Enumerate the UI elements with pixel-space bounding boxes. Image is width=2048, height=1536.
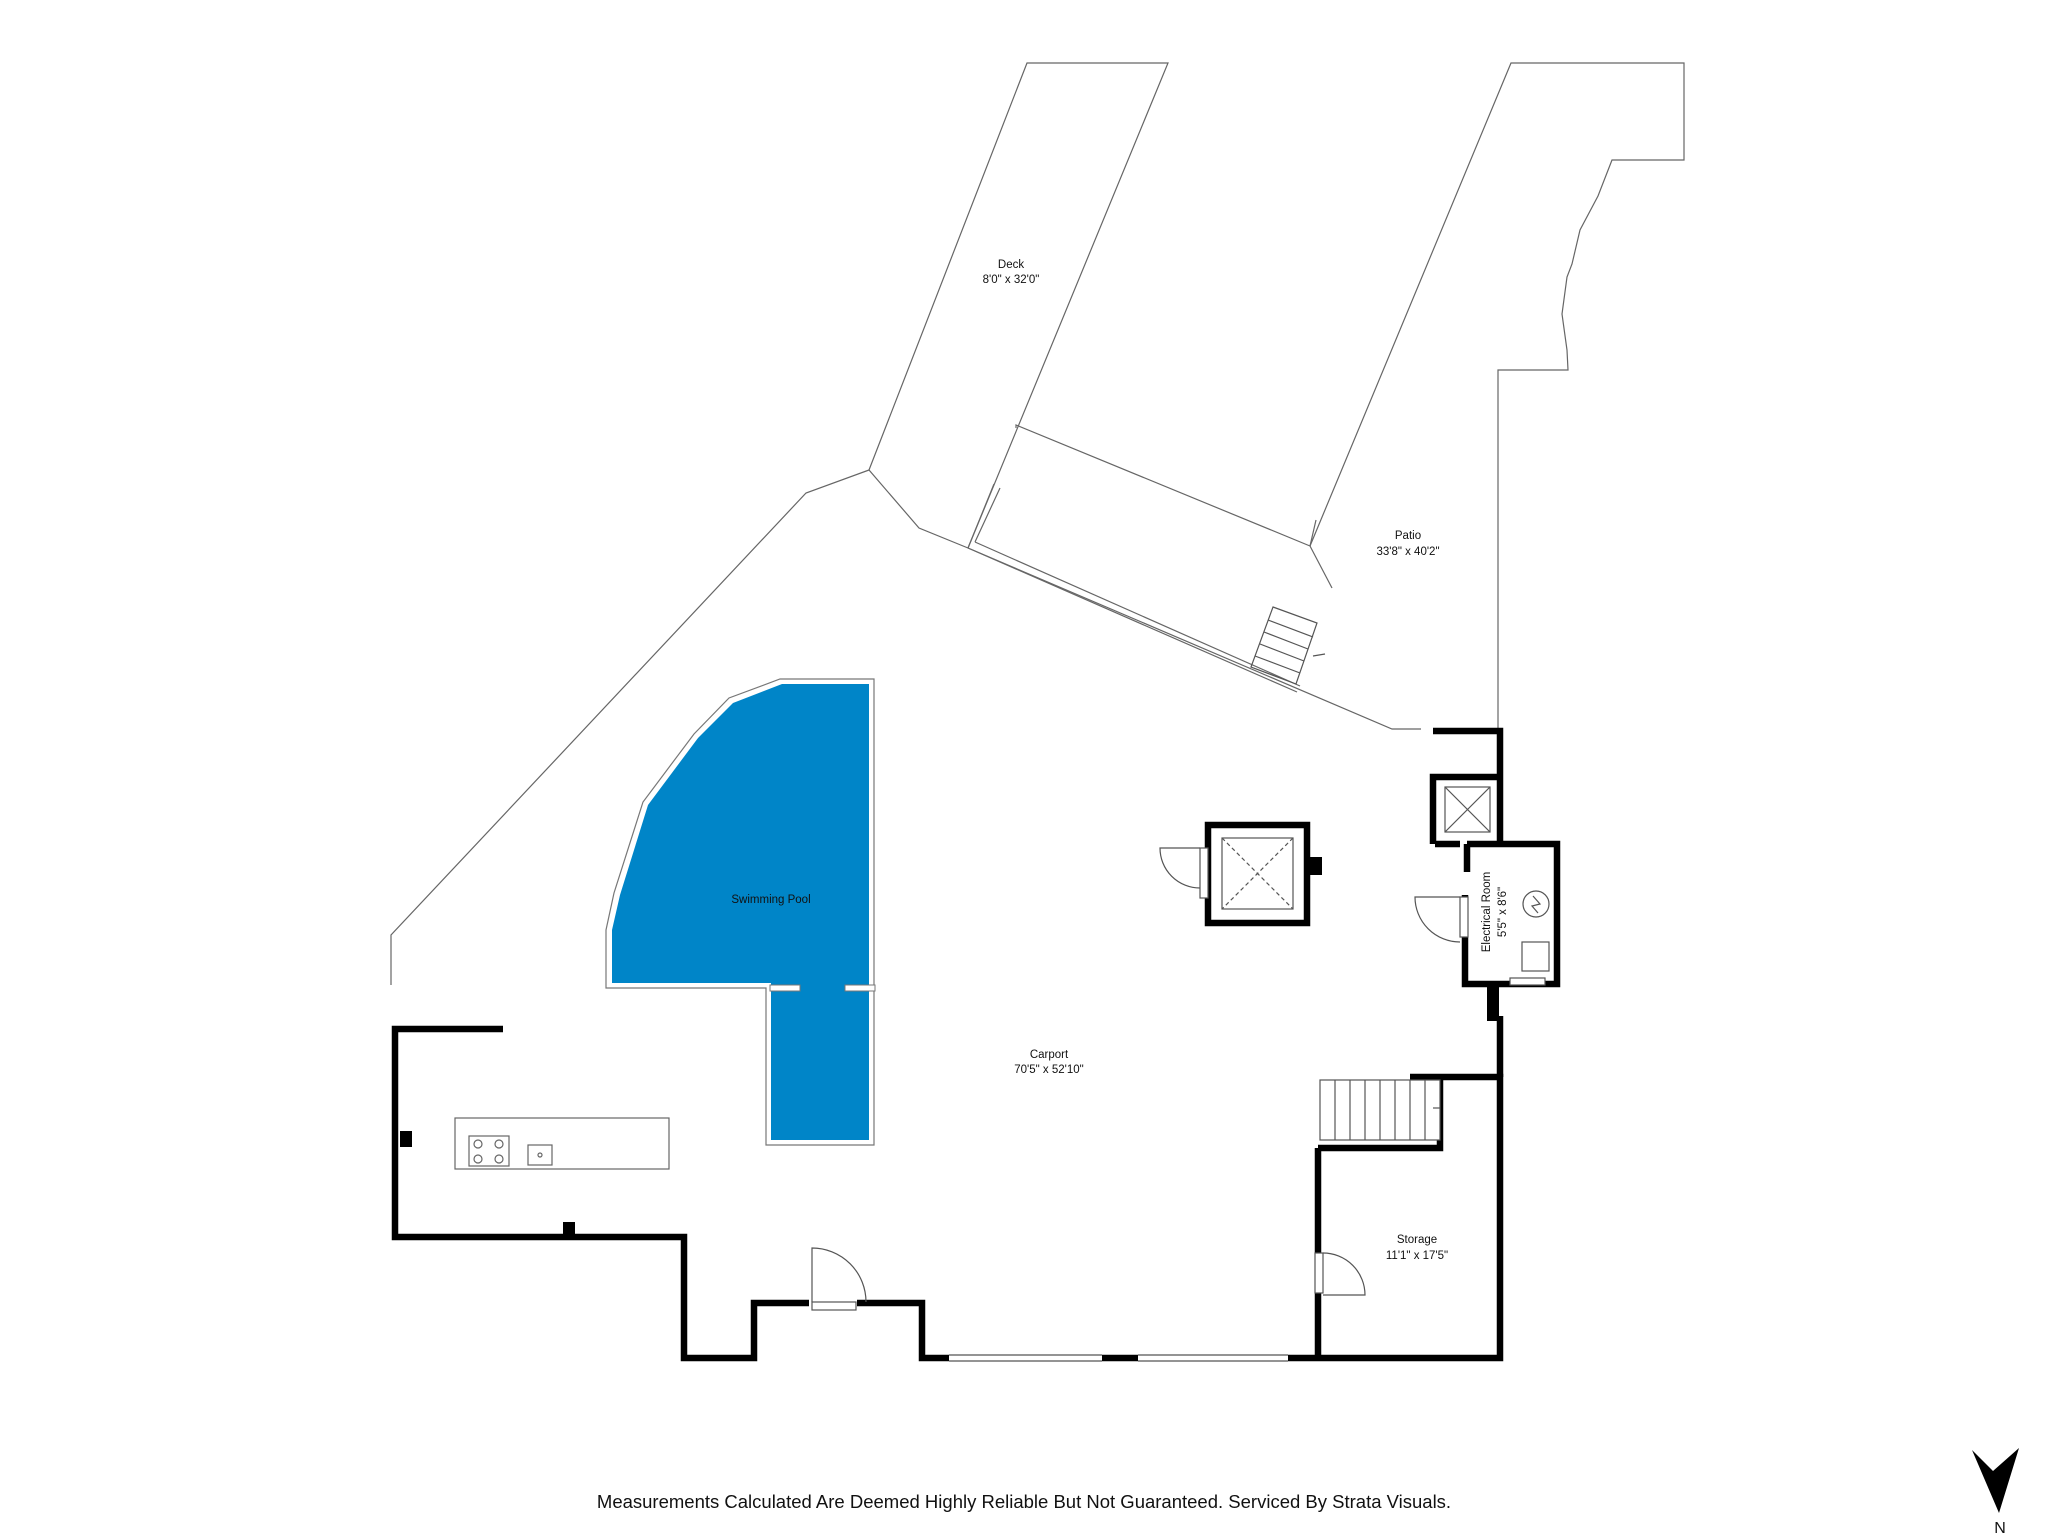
exterior-outline: [390, 62, 1685, 985]
deck-name: Deck: [998, 259, 1024, 271]
patio-dims: 33'8" x 40'2": [1376, 546, 1439, 558]
patio-name: Patio: [1395, 530, 1421, 542]
pool-name: Swimming Pool: [731, 894, 810, 906]
kitchen-counter: [454, 1117, 670, 1170]
disclaimer-text: Measurements Calculated Are Deemed Highl…: [596, 1491, 1452, 1512]
electrical-name: Electrical Room: [1481, 872, 1493, 953]
walls: [391, 727, 1561, 1362]
storage-dims: 11'1" x 17'5": [1386, 1250, 1448, 1262]
carport-dims: 70'5" x 52'10": [1014, 1064, 1083, 1076]
north-label: N: [1994, 1520, 2006, 1536]
room-labels: Deck 8'0" x 32'0" Patio 33'8" x 40'2" Sw…: [731, 259, 1509, 1262]
elevator-shaft: [1221, 786, 1491, 910]
wall-stubs: [400, 857, 1499, 1238]
electrical-panel: [1521, 890, 1550, 972]
swimming-pool: [605, 678, 876, 1146]
carport-name: Carport: [1030, 1049, 1069, 1061]
storage-name: Storage: [1397, 1234, 1437, 1246]
north-arrow-icon: N: [1972, 1448, 2019, 1536]
patio-stairs: [1250, 606, 1326, 685]
deck-dims: 8'0" x 32'0": [983, 274, 1040, 286]
doors: [811, 847, 1546, 1362]
electrical-dims: 5'5" x 8'6": [1497, 887, 1509, 937]
storage-stairs: [1319, 1079, 1441, 1141]
